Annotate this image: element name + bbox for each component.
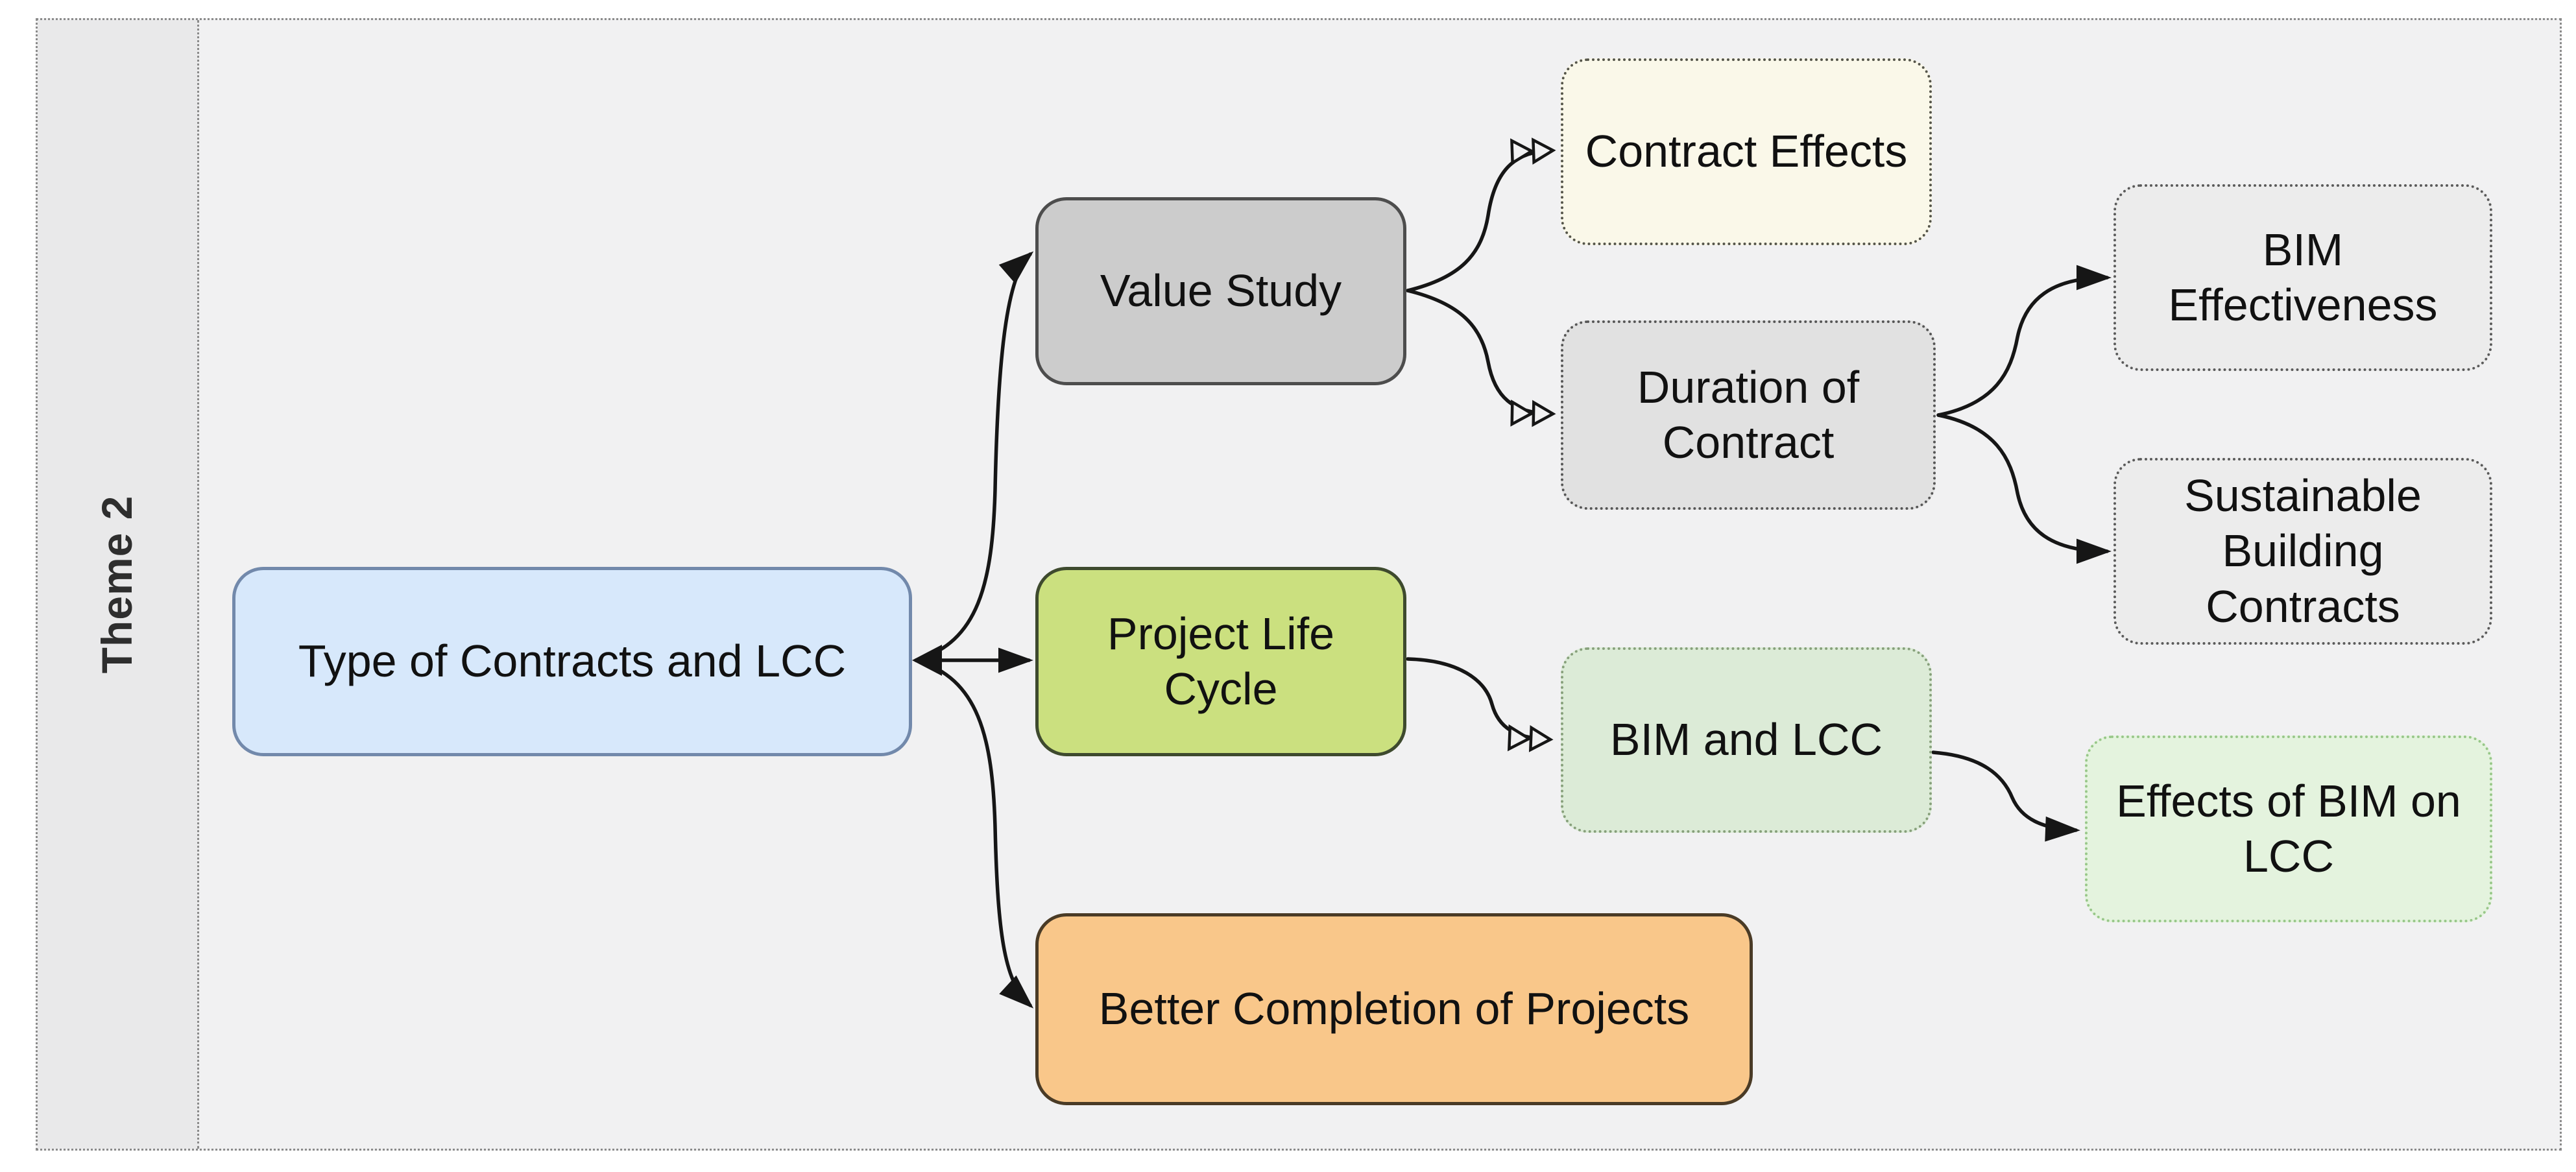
node-bim-effectiveness: BIM Effectiveness <box>2113 184 2492 371</box>
node-label: Duration of Contract <box>1637 361 1860 468</box>
node-type-of-contracts-and-lcc: Type of Contracts and LCC <box>232 567 912 756</box>
edge-value_study-to-duration_contract <box>1406 289 1556 427</box>
node-better-completion-of-projects: Better Completion of Projects <box>1035 913 1753 1105</box>
edge-duration_contract-to-sustainable <box>1936 413 2112 564</box>
junction-wedge <box>912 645 942 676</box>
node-bim-and-lcc: BIM and LCC <box>1561 647 1932 833</box>
node-contract-effects: Contract Effects <box>1561 58 1932 245</box>
edge-duration_contract-to-bim_effectiveness <box>1936 265 2112 417</box>
node-label: Effects of BIM on LCC <box>2116 775 2461 881</box>
theme-sidebar <box>38 20 199 1149</box>
edge-bim_and_lcc-to-effects_bim <box>1931 750 2080 842</box>
node-label: Sustainable Building Contracts <box>2184 470 2422 632</box>
edge-type_contracts-to-value_study <box>914 251 1034 662</box>
node-label: Type of Contracts and LCC <box>298 636 847 687</box>
node-project-life-cycle: Project Life Cycle <box>1035 567 1406 756</box>
edge-type_contracts-to-better_completion <box>914 658 1034 1009</box>
node-label: Value Study <box>1100 265 1342 317</box>
node-value-study: Value Study <box>1035 197 1406 385</box>
node-label: BIM Effectiveness <box>2168 224 2438 330</box>
node-label: Better Completion of Projects <box>1098 983 1690 1034</box>
node-label: BIM and LCC <box>1609 714 1883 765</box>
node-sustainable-building-contracts: Sustainable Building Contracts <box>2113 458 2492 645</box>
edge-project_life-to-bim_and_lcc <box>1406 657 1554 752</box>
node-label: Project Life Cycle <box>1107 608 1335 714</box>
node-label: Contract Effects <box>1585 126 1908 177</box>
node-effects-of-bim-on-lcc: Effects of BIM on LCC <box>2085 735 2492 922</box>
edge-value_study-to-contract_effects <box>1406 138 1556 293</box>
node-duration-of-contract: Duration of Contract <box>1561 320 1936 510</box>
edges-group <box>914 138 2112 1009</box>
